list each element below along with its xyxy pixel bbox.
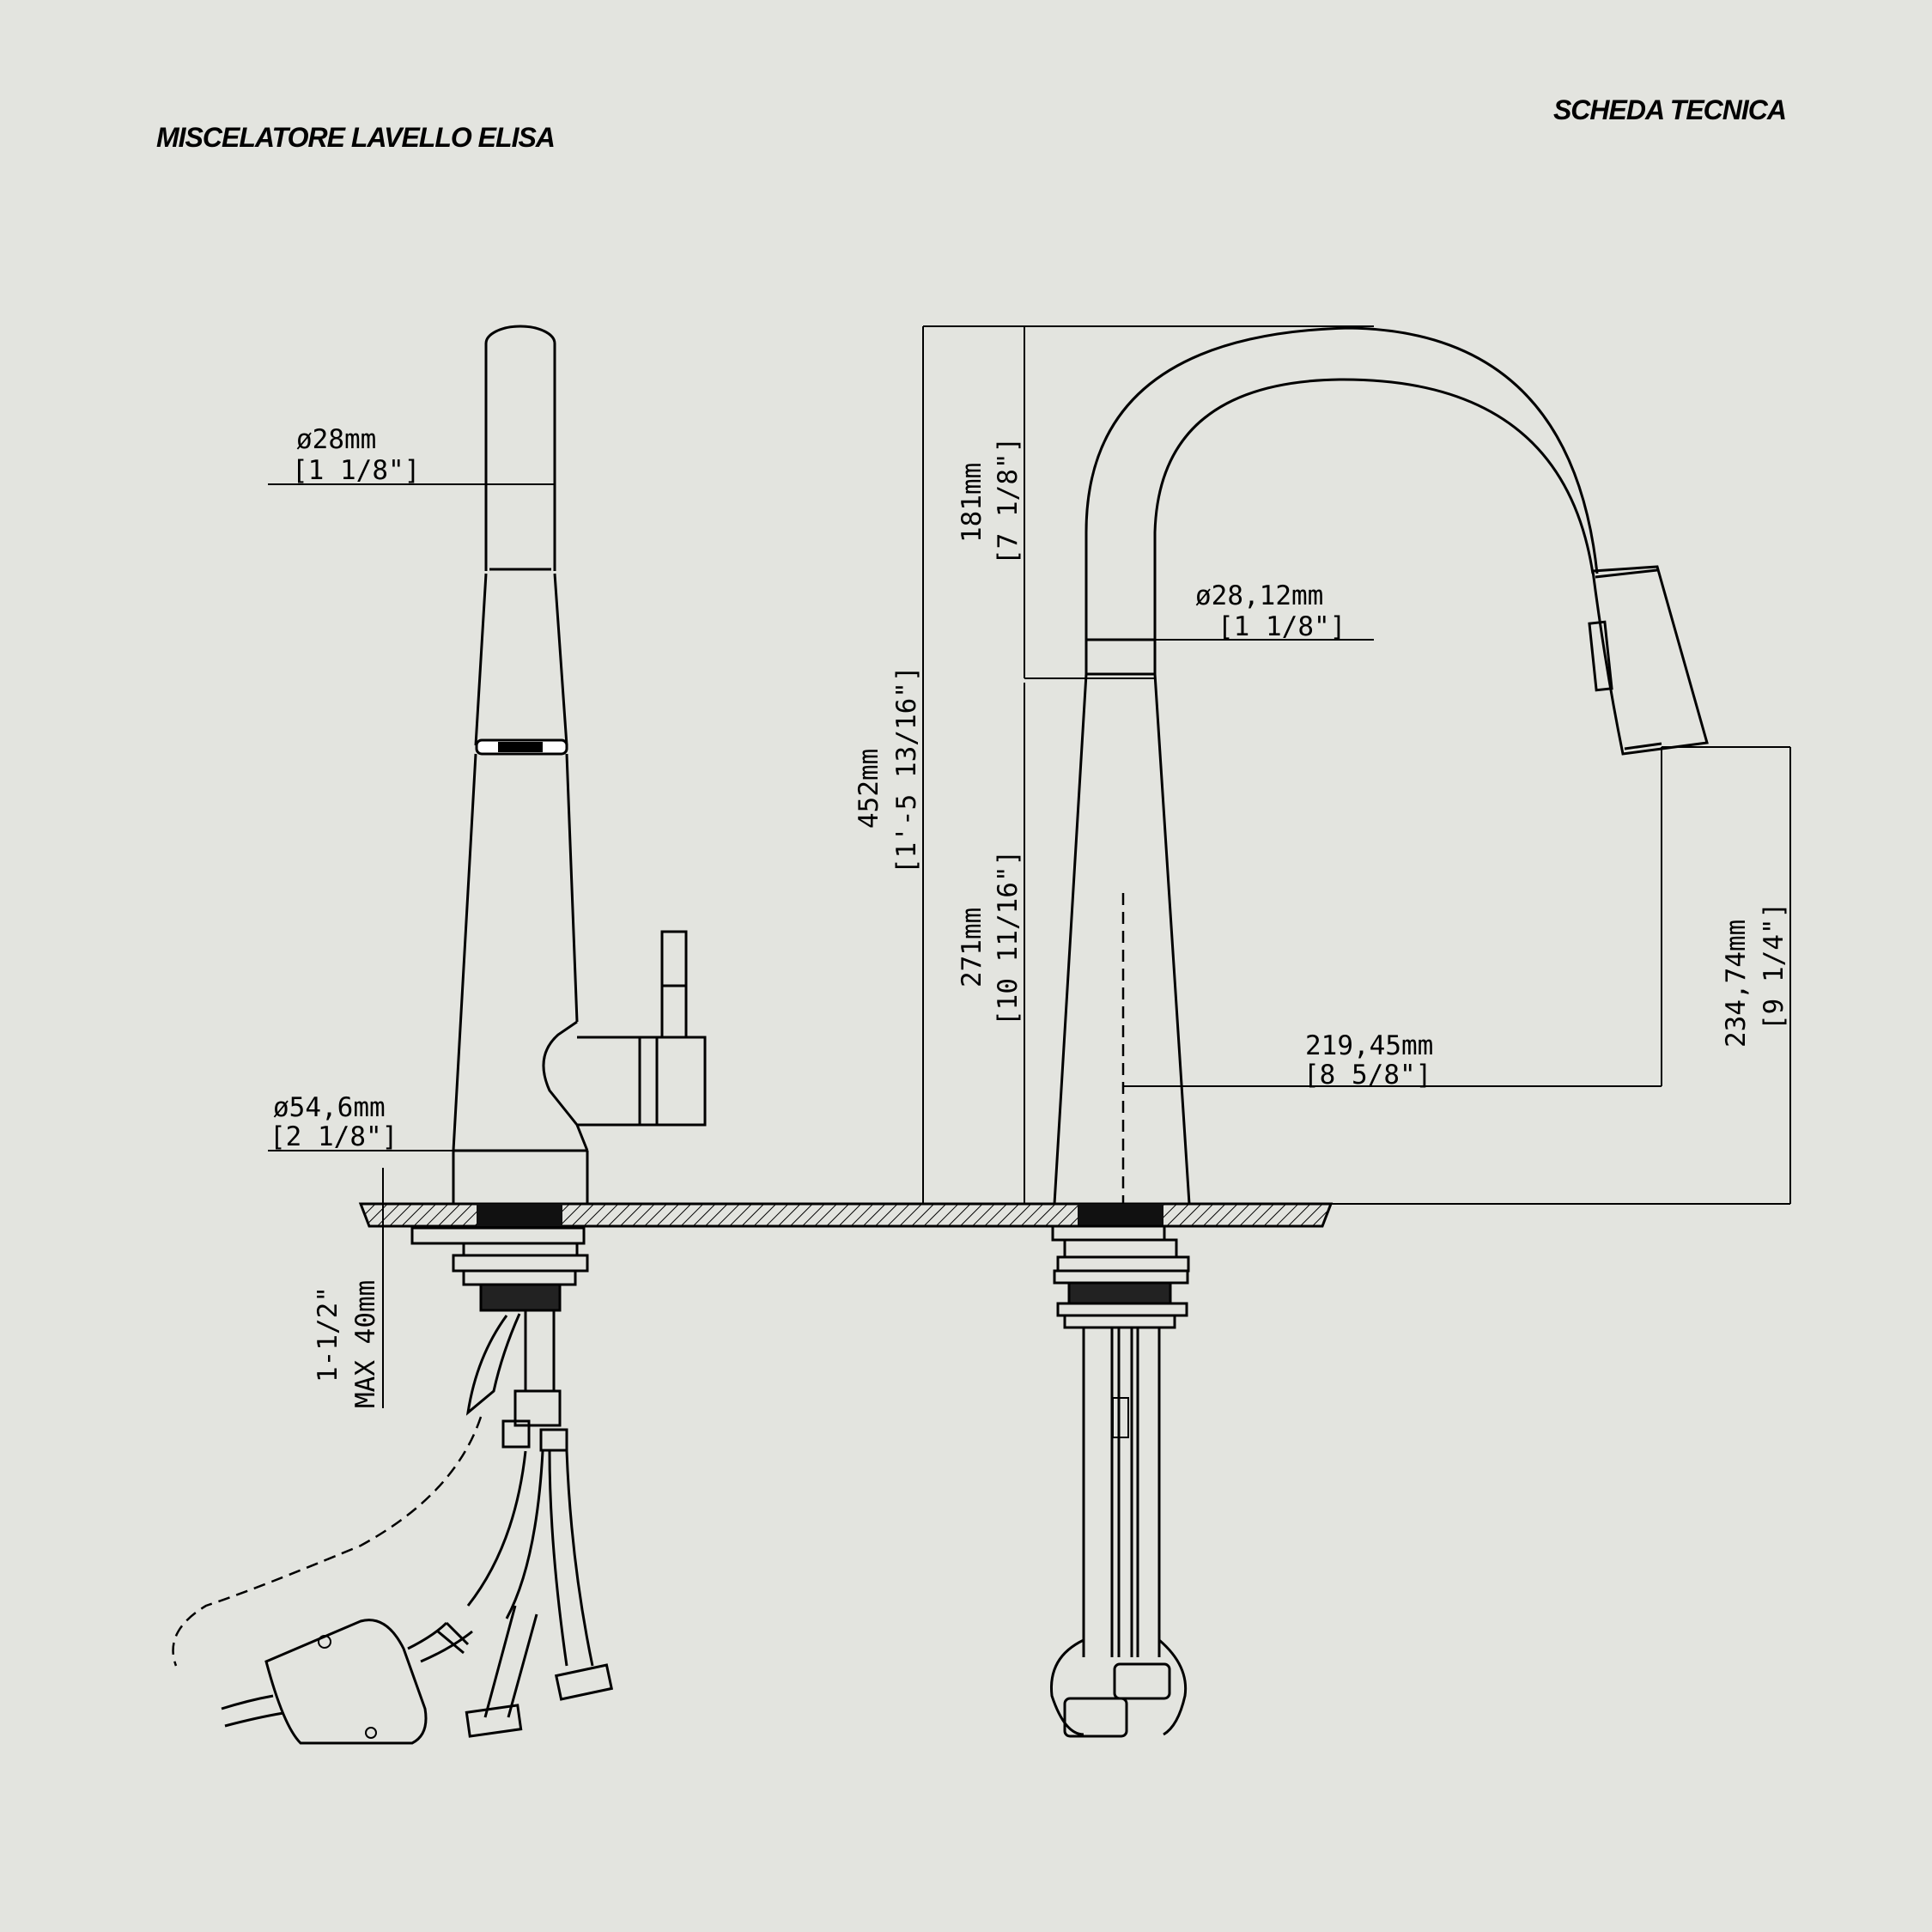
arc-height: 181mm [957, 463, 987, 543]
total-height-in: [1'-5 13/16"] [891, 665, 922, 874]
spout-tip-diameter: ø28mm [296, 424, 376, 455]
side-view-dimensions [268, 483, 587, 1408]
arc-height-in: [7 1/8"] [993, 437, 1024, 565]
spout-diameter-in: [1 1/8"] [1218, 611, 1346, 642]
sheet-title: SCHEDA TECNICA [1552, 94, 1787, 125]
body-height: 271mm [957, 908, 987, 987]
deck-thickness-max: MAX 40mm [350, 1280, 381, 1408]
outlet-height: 234,74mm [1721, 920, 1752, 1048]
base-diameter-in: [2 1/8"] [270, 1121, 398, 1152]
deck-thickness: 1-1/2" [313, 1286, 343, 1382]
base-diameter: ø54,6mm [273, 1092, 386, 1123]
front-view [1049, 326, 1709, 1738]
outlet-height-in: [9 1/4"] [1759, 902, 1789, 1030]
side-view [172, 325, 707, 1745]
front-view-dimensions [922, 325, 1791, 1205]
total-height: 452mm [854, 749, 884, 829]
countertop [358, 1202, 1334, 1228]
reach-in: [8 5/8"] [1303, 1060, 1431, 1091]
spout-tip-diameter-in: [1 1/8"] [292, 455, 420, 486]
body-height-in: [10 11/16"] [993, 850, 1024, 1026]
spout-diameter: ø28,12mm [1195, 580, 1323, 611]
reach: 219,45mm [1305, 1030, 1433, 1061]
product-title: MISCELATORE LAVELLO ELISA [156, 122, 556, 153]
